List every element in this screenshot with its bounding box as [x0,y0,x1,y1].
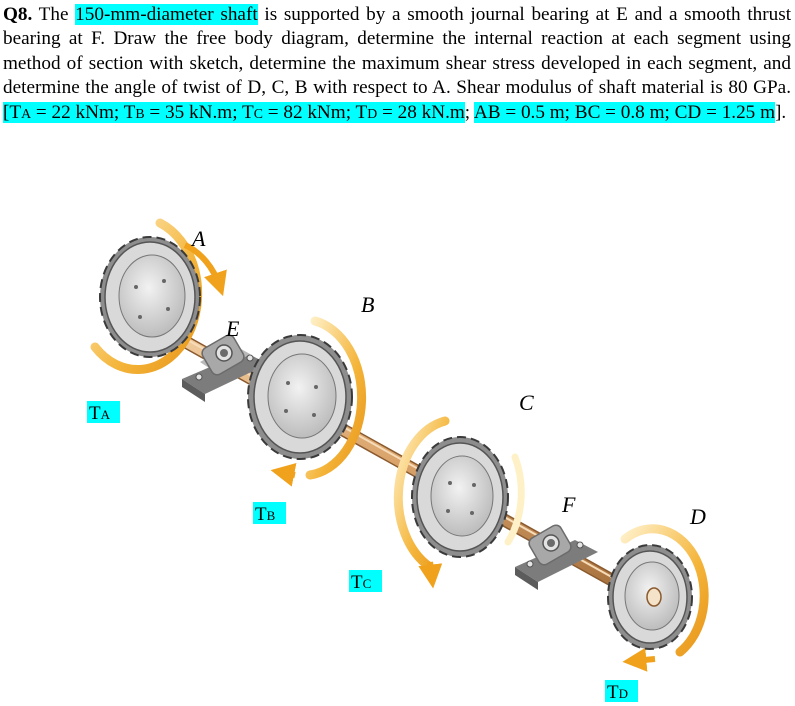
td-value: = 28 kN.m [377,101,465,123]
ta-symbol: T [9,101,22,123]
question-text-the: The [32,4,76,25]
label-b: B [361,292,374,317]
svg-text:TC: TC [351,572,371,593]
svg-text:TA: TA [89,403,111,424]
journal-bearing-e [182,334,268,402]
td-symbol: T [355,101,368,123]
gear-d [607,524,709,672]
given-torques-highlight: [TA = 22 kNm; TB = 35 kN.m; TC = 82 kNm;… [3,101,465,123]
gear-b [247,316,367,487]
problem-statement: Q8. The 150-mm-diameter shaft is support… [3,3,791,126]
tb-value: = 35 kN.m; [144,101,242,123]
label-f: F [561,492,576,517]
tb-symbol: T [123,101,136,123]
gear-c [393,416,525,589]
torque-arrow-c [418,561,443,589]
separator: ; [464,101,474,123]
ta-subscript: A [21,105,32,121]
thrust-bearing-f [515,524,598,590]
label-e: E [225,316,240,341]
torque-label-tb: TB [253,502,286,525]
segment-lengths-highlight: AB = 0.5 m; BC = 0.8 m; CD = 1.25 m [473,101,775,123]
shaft-diameter-highlight: 150-mm-diameter shaft [75,4,258,25]
torque-arrow-d [622,647,656,672]
close-bracket: ]. [775,101,787,123]
tc-value: = 82 kNm; [262,101,356,123]
ta-value: = 22 kNm; [31,101,124,123]
tb-subscript: B [135,105,145,121]
gear-a [90,218,227,374]
label-c: C [519,390,534,415]
torque-label-ta: TA [87,401,120,424]
torque-label-td: TD [605,680,638,703]
torque-arrow-b [270,463,297,487]
open-bracket: [ [3,101,10,123]
td-subscript: D [367,105,378,121]
tc-subscript: C [253,105,263,121]
torque-label-tc: TC [349,570,382,593]
shaft-figure: A E B C F D TA TB TC TD [87,218,709,703]
question-body: is supported by a smooth journal bearing… [3,4,792,99]
label-a: A [190,226,206,251]
question-number: Q8. [3,4,33,25]
tc-symbol: T [241,101,254,123]
torque-arrow-a [183,242,227,297]
svg-text:TB: TB [255,504,276,525]
label-d: D [689,504,706,529]
svg-text:TD: TD [607,682,628,703]
